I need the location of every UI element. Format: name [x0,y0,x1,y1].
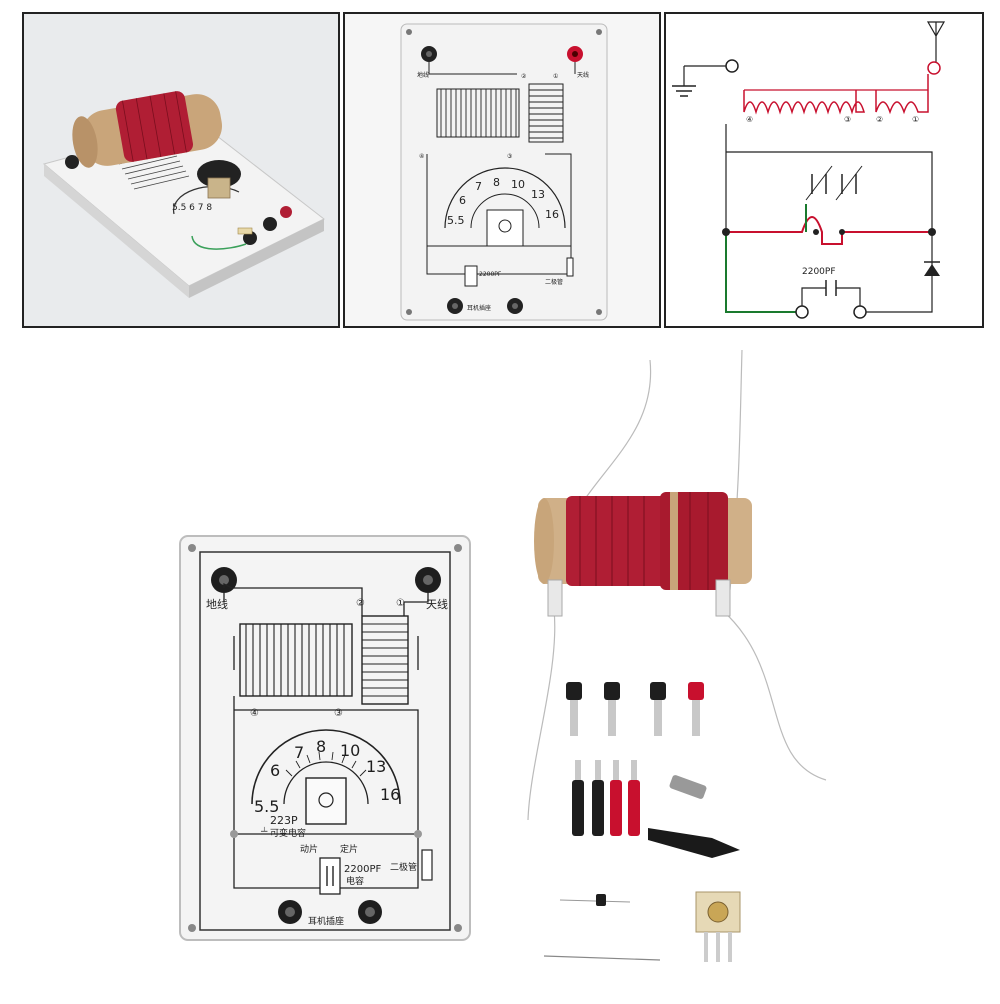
schematic-drawing: ④ ③ ② ① 2200PF [672,21,946,319]
assembled-radio-photo: 5.5 6 7 8 [22,12,340,328]
board-top-view: 地线 天线 ② ① ④ ③ 5.5 6 7 8 [343,12,661,328]
earphone-label: 耳机插座 [308,915,344,927]
diode-label-small: 二极管 [545,278,563,286]
svg-text:5.5 6 7 8: 5.5 6 7 8 [172,203,212,213]
assembled-radio-illustration: 5.5 6 7 8 [24,14,338,326]
cap-value: 223P [270,814,298,827]
dial-num-small-2: 6 [459,194,466,207]
schematic-tap-4: ④ [746,115,753,124]
tap-3-small: ③ [507,153,512,160]
dial-num-small-5: 10 [511,178,525,191]
dial-num-7: 16 [380,785,400,804]
earphone-label-small: 耳机插座 [467,304,491,312]
dial-num-small-6: 13 [531,188,545,201]
dial-num-5: 10 [340,741,360,760]
ground-label-small: 地线 [417,71,429,79]
board-tap-4: ④ [250,708,259,719]
diode-label: 二极管 [390,861,417,873]
dial-num-2: 6 [270,761,280,780]
svg-text:⫨: ⫨ [260,822,268,838]
dial-num-small-7: 16 [545,208,559,221]
dial-num-1: 5.5 [254,797,279,816]
fixed-cap-name: 电容 [346,875,364,887]
dial-num-4: 8 [316,737,326,756]
kit-contents: 地线 天线 ② ① ④ ③ [0,340,1000,1000]
board-tap-3: ③ [334,708,343,719]
schematic-tap-3: ③ [844,115,851,124]
moving-plate-label: 动片 [300,843,318,855]
tap-2-small: ② [521,73,527,80]
dial-num-3: 7 [294,743,304,762]
schematic-tap-2: ② [876,115,883,124]
schematic-tap-1: ① [912,115,919,124]
antenna-label: 天线 [426,597,448,611]
board-tap-1: ① [396,598,405,609]
board-top-view-drawing: 地线 天线 ② ① ④ ③ 5.5 6 7 8 [400,23,608,321]
schematic-cap-label: 2200PF [802,267,836,277]
kit-contents-drawing: 地线 天线 ② ① ④ ③ [179,349,827,962]
tap-1-small: ① [553,73,558,80]
dial-num-small-4: 8 [493,176,500,189]
ground-label: 地线 [206,597,228,611]
board-tap-2: ② [356,598,365,609]
dial-num-small-1: 5.5 [447,214,465,227]
fixed-cap-value: 2200PF [344,864,381,875]
dial-num-small-3: 7 [475,180,482,193]
cap-name: 可变电容 [270,827,306,839]
antenna-label-small: 天线 [577,71,589,79]
tap-4-small: ④ [419,153,424,160]
dial-num-6: 13 [366,757,386,776]
schematic-diagram: ④ ③ ② ① 2200PF [664,12,984,328]
fixed-cap-value-small: 2200PF [479,271,502,278]
fixed-plate-label: 定片 [340,843,358,855]
